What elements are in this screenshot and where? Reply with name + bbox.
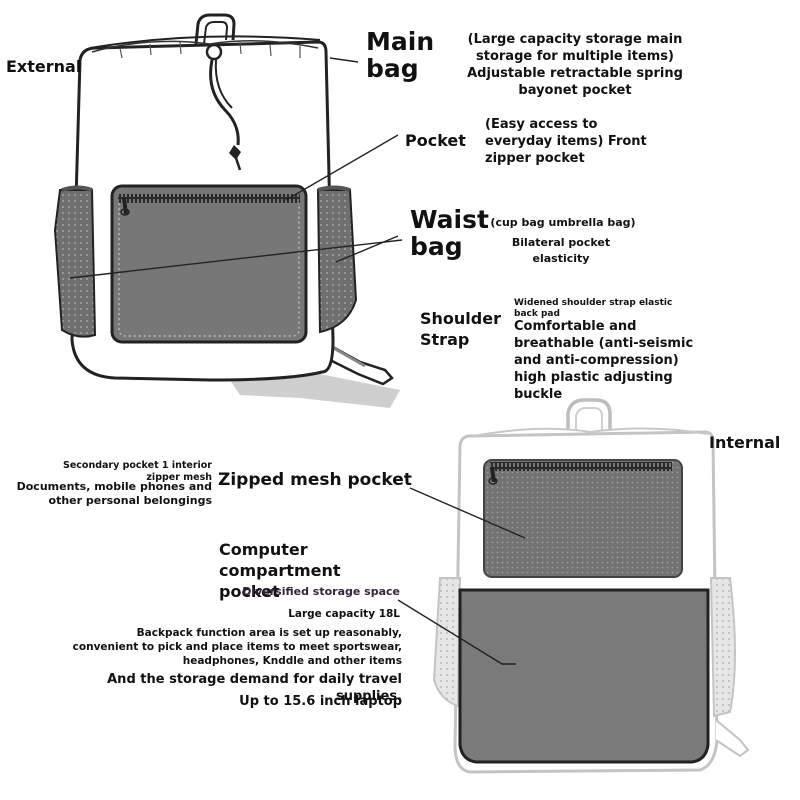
secondary-pocket-desc: Documents, mobile phones and other perso… bbox=[16, 480, 212, 507]
computer-line-2: Large capacity 18L bbox=[288, 608, 400, 620]
pocket-desc: (Easy access to everyday items) Front zi… bbox=[485, 117, 647, 166]
pocket-title: Pocket bbox=[405, 131, 466, 150]
computer-line-4: And the storage demand for daily travel … bbox=[107, 672, 402, 704]
shoulder-strap-note: Widened shoulder strap elastic back pad bbox=[514, 298, 673, 319]
internal-tag: Internal bbox=[709, 433, 781, 452]
computer-line-5: Up to 15.6 inch laptop bbox=[239, 694, 402, 709]
shoulder-strap-title: Shoulder Strap bbox=[420, 309, 501, 349]
computer-line-1: Diversified storage space bbox=[242, 585, 400, 598]
main-bag-desc: (Large capacity storage main storage for… bbox=[467, 32, 683, 98]
zipped-mesh-title: Zipped mesh pocket bbox=[218, 470, 412, 490]
waist-bag-note: (cup bag umbrella bag) bbox=[490, 216, 636, 229]
computer-line-3: Backpack function area is set up reasona… bbox=[72, 627, 402, 667]
leader-lines bbox=[69, 57, 526, 665]
shoulder-strap-desc: Comfortable and breathable (anti-seismic… bbox=[514, 319, 694, 402]
computer-compartment-title: Computer compartment pocket bbox=[219, 540, 341, 601]
secondary-pocket-note: Secondary pocket 1 interior zipper mesh bbox=[63, 460, 212, 483]
internal-backpack bbox=[432, 398, 750, 774]
external-tag: External bbox=[6, 57, 82, 76]
main-bag-title: Main bag bbox=[366, 27, 435, 83]
waist-bag-title: Waist bag bbox=[410, 205, 489, 261]
waist-bag-desc: Bilateral pocket elasticity bbox=[511, 236, 611, 265]
external-backpack bbox=[53, 13, 400, 408]
